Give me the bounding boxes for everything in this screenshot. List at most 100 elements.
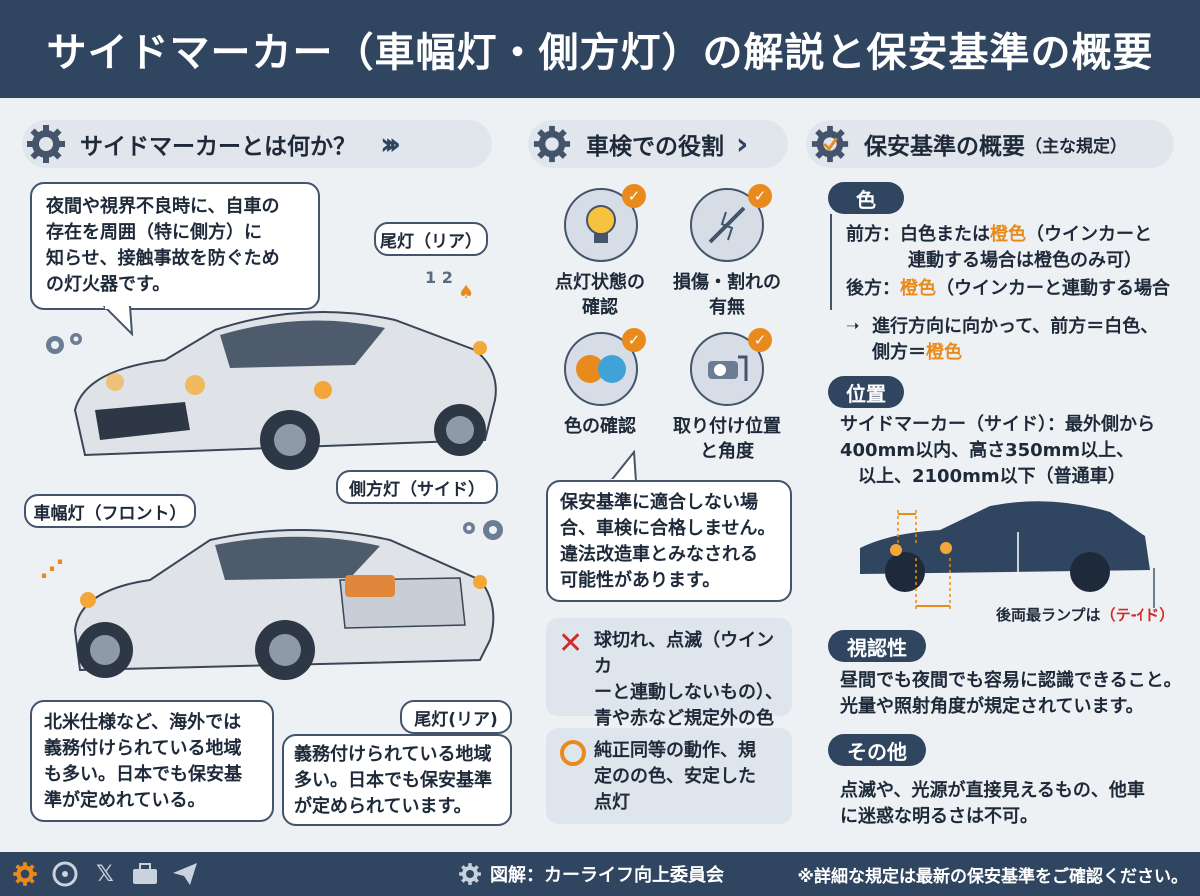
bubble-tail xyxy=(102,306,134,336)
rear-rule-text: （ウインカーと連動する場合 xyxy=(936,278,1170,299)
note-line: 義務付けられている地域 xyxy=(294,744,492,765)
tag-other: その他 xyxy=(828,734,926,766)
tag-position: 位置 xyxy=(828,376,904,408)
inspection-line: 損傷・割れの xyxy=(673,272,781,293)
direction-text: 側方＝ xyxy=(872,342,926,363)
visibility-line: 昼間でも夜間でも容易に認識できること。 xyxy=(840,670,1182,691)
section-header-what: サイドマーカーとは何か？ ››› xyxy=(22,120,492,168)
page-title: サイドマーカー（車幅灯・側方灯）の解説と保安基準の概要 xyxy=(46,30,1154,76)
intro-bubble: 夜間や視界不良時に、自車の 存在を周囲（特に側方）に 知らせ、接触事故を防ぐため… xyxy=(30,182,320,310)
direction-rule: 進行方向に向かって、前方＝白色、 xyxy=(872,316,1159,337)
note-line: 北米仕様など、海外では xyxy=(44,712,242,733)
arrow-right-icon: ➝ xyxy=(846,316,860,335)
front-rule-text: （ウインカーと xyxy=(1026,224,1152,245)
label-front: 車幅灯（フロント） xyxy=(24,494,196,528)
position-line: 400mm以内、高さ350mm以上、 xyxy=(840,440,1135,461)
inspection-line: 確認 xyxy=(582,297,618,318)
label-rear-bottom: 尾灯(リア) xyxy=(400,700,512,734)
inspection-label: 点灯状態の 確認 xyxy=(538,270,662,320)
warning-line: 合、車検に合格しません。 xyxy=(560,518,776,539)
section-subtitle: （主な規定） xyxy=(1025,136,1127,157)
section-title: サイドマーカーとは何か？ xyxy=(80,134,356,160)
color-dots-icon xyxy=(564,332,638,406)
inspection-label: 取り付け位置 と角度 xyxy=(662,414,792,464)
inspection-line: と角度 xyxy=(700,441,754,462)
check-icon: ✓ xyxy=(622,184,646,208)
note-line: も多い。日本でも保安基 xyxy=(44,764,242,785)
steering-wheel-icon[interactable] xyxy=(50,859,80,889)
check-icon: ✓ xyxy=(622,328,646,352)
gear-check-icon xyxy=(806,120,854,168)
note-line: 多い。日本でも保安基準 xyxy=(294,770,492,791)
rear-rule: 後方：橙色（ウインカーと連動する場合 xyxy=(846,276,1170,302)
chevron-right-icon: ››› xyxy=(380,126,401,162)
check-icon: ✓ xyxy=(748,184,772,208)
inspection-label: 損傷・割れの 有無 xyxy=(662,270,792,320)
ok-line: 純正同等の動作、規 xyxy=(594,740,756,761)
ok-line: 定のの色、安定した xyxy=(594,766,756,787)
intro-line: 夜間や視界不良時に、自車の xyxy=(46,196,280,217)
red-text: （テ-ｲド） xyxy=(1100,606,1175,624)
ng-box: ✕ 球切れ、点滅（ウインカ ーと連動しないもの）、 青や赤など規定外の色 xyxy=(546,618,792,729)
inspection-item: ✓ xyxy=(564,328,646,406)
note-line: 義務付けられている地域 xyxy=(44,738,242,759)
section-header-inspection: 車検での役割 › xyxy=(528,120,788,168)
inspection-item: ✓ xyxy=(690,328,772,406)
label-side: 側方灯（サイド） xyxy=(336,470,498,504)
diagram-caption: 後両最ランプは（テ-ｲド） xyxy=(996,604,1174,625)
warning-bubble: 保安基準に適合しない場 合、車検に合格しません。 違法改造車とみなされる 可能性… xyxy=(546,480,792,602)
note-bubble-left: 北米仕様など、海外では 義務付けられている地域 も多い。日本でも保安基 準が定め… xyxy=(30,700,274,822)
x-logo-icon[interactable]: 𝕏 xyxy=(96,861,114,887)
position-line: 以上、2100mm以下（普通車） xyxy=(858,466,1126,487)
footer-credit: 図解：カーライフ向上委員会 xyxy=(458,861,724,887)
position-line: サイドマーカー（サイド）：最外側から xyxy=(840,414,1155,435)
inspection-item: ✓ xyxy=(564,184,646,262)
intro-line: の灯火器です。 xyxy=(46,274,171,295)
toolbox-icon[interactable] xyxy=(130,859,160,889)
other-line: 点滅や、光源が直接見えるもの、他車 xyxy=(840,780,1145,801)
check-icon: ✓ xyxy=(748,328,772,352)
warning-line: 可能性があります。 xyxy=(560,570,721,591)
gear-icon[interactable] xyxy=(10,859,40,889)
cross-icon: ✕ xyxy=(558,626,584,661)
glow-icon: ⋰ xyxy=(40,555,64,583)
ng-line: ーと連動しないもの）、 xyxy=(594,682,783,703)
inspection-items: ✓ 点灯状態の 確認 ✓ 損傷・割れの 有無 ✓ 色の確認 ✓ 取り付け位置 と… xyxy=(530,180,792,470)
note-bubble-right: 義務付けられている地域 多い。日本でも保安基準 が定められています。 xyxy=(282,734,512,826)
inspection-line: 取り付け位置 xyxy=(673,416,781,437)
front-rule-text: 前方：白色または xyxy=(846,224,990,245)
note-line: 準が定めれている。 xyxy=(44,790,206,811)
ok-box: 純正同等の動作、規 定のの色、安定した 点灯 xyxy=(546,728,792,824)
tree-line xyxy=(830,214,832,310)
orange-text: 橙色 xyxy=(900,278,936,299)
section-header-standards: 保安基準の概要 （主な規定） xyxy=(806,120,1174,168)
orange-text: 橙色 xyxy=(926,342,962,363)
inspection-line: 有無 xyxy=(709,297,745,318)
label-rear-top: 尾灯（リア） xyxy=(374,222,488,256)
diagram-caption-text: 後両最ランプは xyxy=(996,606,1101,624)
car-front-illustration xyxy=(73,311,497,470)
direction-rule-cont: 側方＝橙色 xyxy=(872,340,962,366)
front-rule-cont: 連動する場合は橙色のみ可） xyxy=(908,250,1142,271)
warning-line: 保安基準に適合しない場 xyxy=(560,492,758,513)
section-title: 車検での役割 xyxy=(586,134,724,160)
ng-line: 球切れ、点滅（ウインカ xyxy=(594,630,775,677)
intro-line: 存在を周囲（特に側方）に xyxy=(46,222,262,243)
title-bar: サイドマーカー（車幅灯・側方灯）の解説と保安基準の概要 xyxy=(0,0,1200,98)
small-gears-icon xyxy=(46,333,82,354)
car-rear-illustration xyxy=(73,529,495,680)
visibility-line: 光量や照射角度が規定されています。 xyxy=(840,696,1144,717)
footer-note: ※詳細な規定は最新の保安基準をご確認ください。 xyxy=(797,866,1188,887)
tag-color: 色 xyxy=(828,182,904,214)
gear-icon xyxy=(22,120,70,168)
bubble-tail xyxy=(608,450,638,482)
marker-numbers: 1 2 xyxy=(425,268,453,287)
note-line: が定められています。 xyxy=(294,796,472,817)
rear-rule-text: 後方： xyxy=(846,278,900,299)
spade-icon: ♠ xyxy=(458,282,475,303)
other-line: に迷惑な明るさは不可。 xyxy=(840,806,1038,827)
tag-visibility: 視認性 xyxy=(828,630,926,662)
ok-line: 点灯 xyxy=(594,792,630,813)
circle-ok-icon xyxy=(560,740,586,766)
paper-plane-icon[interactable] xyxy=(170,859,200,889)
